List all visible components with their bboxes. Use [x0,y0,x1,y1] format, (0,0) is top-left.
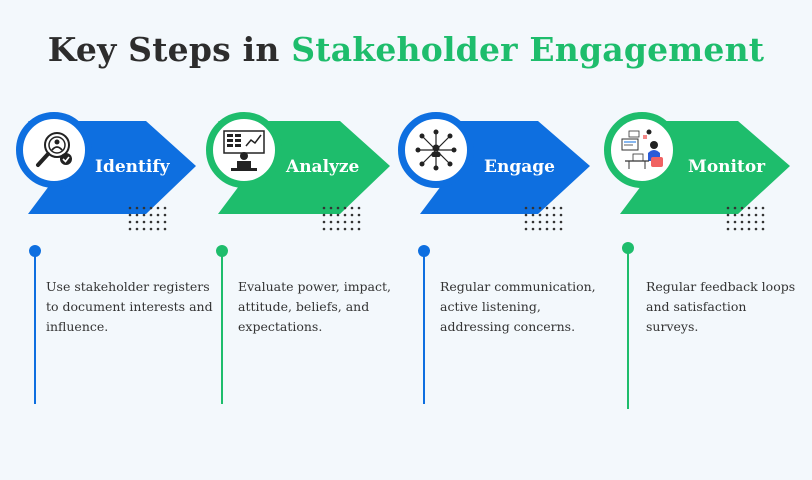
step-engage: Engage Regular communication, active lis… [398,104,598,434]
timeline-dot [622,242,634,254]
step-analyze: Analyze Evaluate power, impact, attitude… [206,104,406,434]
timeline-dot [216,245,228,257]
step-description: Regular communication, active listening,… [440,279,596,334]
title-part2: Stakeholder Engagement [291,30,765,69]
title-part1: Key Steps in [47,30,280,69]
timeline-line [34,254,36,404]
step-monitor: Monitor Regular feedback loops and satis… [604,104,804,434]
page-title: Key Steps in Stakeholder Engagement [0,30,812,69]
dashboard-analyst-icon [206,112,282,188]
step-identify: Identify Use stakeholder registers to do… [16,104,216,434]
dot-grid-decoration [128,206,167,231]
dot-grid-decoration [726,206,765,231]
step-label: Engage [484,157,555,177]
timeline-dot [418,245,430,257]
step-description: Regular feedback loops and satisfaction … [646,279,796,334]
timeline-line [627,251,629,409]
timeline-line [423,254,425,404]
step-description: Use stakeholder registers to document in… [46,279,213,334]
network-people-icon [398,112,474,188]
step-label: Monitor [688,157,766,177]
timeline-dot [29,245,41,257]
dot-grid-decoration [322,206,361,231]
step-label: Analyze [286,157,360,177]
person-at-desk-icon [604,112,680,188]
timeline-line [221,254,223,404]
step-label: Identify [95,157,170,177]
magnifier-person-check-icon [16,112,92,188]
dot-grid-decoration [524,206,563,231]
step-description: Evaluate power, impact, attitude, belief… [238,279,392,334]
